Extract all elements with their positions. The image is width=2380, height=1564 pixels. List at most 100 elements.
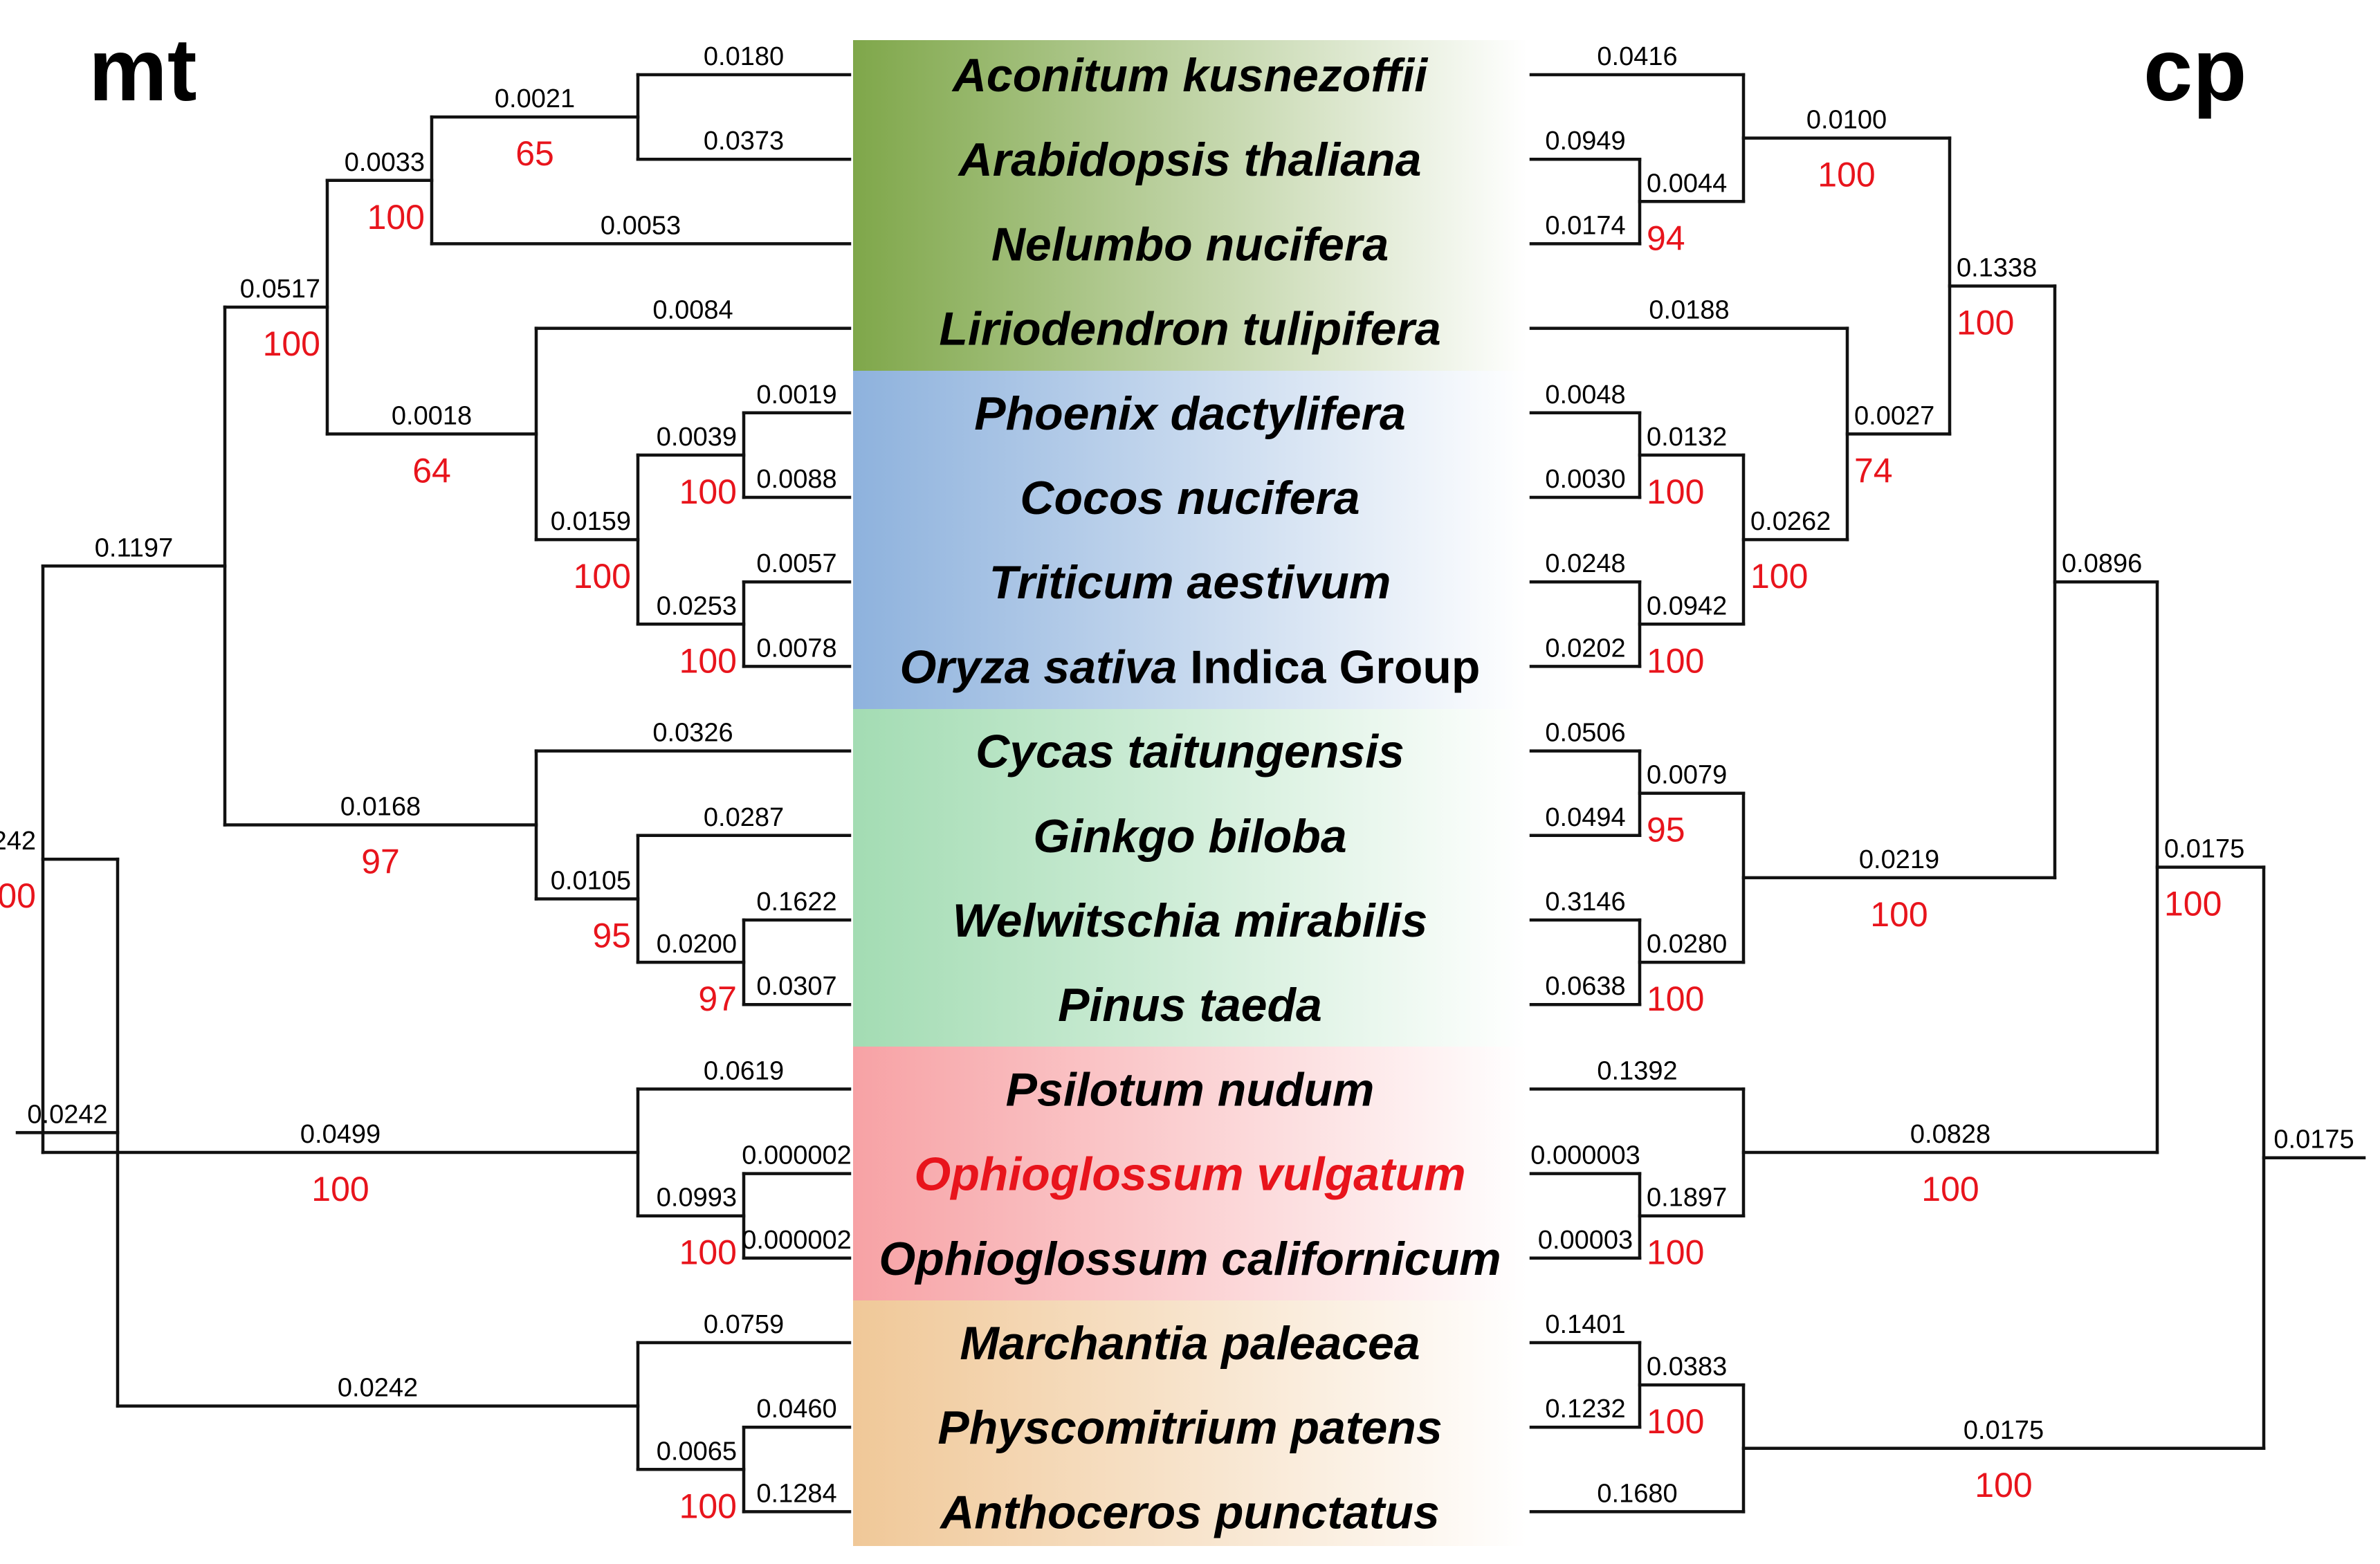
taxon-label: Triticum aestivum	[989, 556, 1391, 609]
cp-branch-length: 0.3146	[1545, 887, 1625, 917]
cp-branch-length: 0.00003	[1538, 1226, 1633, 1255]
mt-support-value: 100	[263, 324, 320, 363]
mt-support-value: 100	[367, 198, 425, 237]
cp-branch-length: 0.0030	[1545, 465, 1625, 494]
cp-branch-length: 0.0174	[1545, 211, 1625, 240]
mt-branch-length: 0.0253	[657, 591, 737, 620]
cp-branch-length: 0.0048	[1545, 380, 1625, 410]
mt-support-value: 95	[592, 916, 631, 955]
taxon-label: Phoenix dactylifera	[974, 387, 1406, 440]
mt-support-value: 100	[679, 472, 737, 511]
taxon-label: Ophioglossum vulgatum	[914, 1148, 1465, 1201]
taxon-group-bands	[853, 40, 1527, 1546]
mt-support-value: 97	[698, 979, 737, 1018]
mt-support-value: 64	[412, 451, 451, 490]
cp-branch-length: 0.0100	[1806, 106, 1887, 135]
mt-support-value: 100	[0, 876, 36, 915]
taxon-name: Oryza sativa	[900, 641, 1178, 693]
group-band-4	[853, 1047, 1527, 1300]
cp-branch-length: 0.0262	[1750, 507, 1831, 536]
mt-support-value: 100	[311, 1170, 369, 1208]
cp-branch-length: 0.1232	[1545, 1395, 1625, 1424]
cp-branch-length: 0.0949	[1545, 127, 1625, 156]
taxon-name: Triticum aestivum	[989, 556, 1391, 609]
mt-branch-length: 0.0084	[652, 296, 733, 325]
cp-support-value: 100	[1750, 557, 1808, 596]
taxon-name: Pinus taeda	[1058, 979, 1322, 1031]
mt-support-value: 100	[574, 557, 631, 596]
mt-branch-length: 0.0088	[756, 465, 836, 494]
mt-support-value: 100	[679, 1233, 737, 1272]
mt-branch-length: 0.1197	[95, 533, 173, 562]
taxon-name: Ophioglossum vulgatum	[914, 1148, 1465, 1201]
mt-branch-length: 0.0499	[300, 1120, 381, 1149]
cp-branch-length: 0.0494	[1545, 803, 1625, 832]
mt-branch-length: 0.0053	[601, 211, 681, 240]
taxon-label: Oryza sativa Indica Group	[900, 641, 1481, 693]
taxon-label: Anthoceros punctatus	[939, 1486, 1440, 1538]
mt-branch-length: 0.1284	[756, 1479, 836, 1508]
mt-branch-length: 0.0039	[657, 423, 737, 452]
cp-branch-length: 0.1897	[1647, 1184, 1727, 1213]
mt-branch-length: 0.0200	[657, 930, 737, 959]
mt-support-value: 100	[679, 1487, 737, 1525]
cp-tree: 0.01751000.08960.13381000.01001000.04160…	[1529, 42, 2366, 1514]
cp-branch-length: 0.0044	[1647, 169, 1727, 198]
mt-branch-length: 0.0517	[240, 275, 320, 304]
cp-branch-length: 0.0638	[1545, 972, 1625, 1001]
cp-support-value: 100	[1975, 1466, 2032, 1505]
taxon-label: Marchantia paleacea	[960, 1317, 1420, 1370]
mt-branch-length: 0.0159	[551, 507, 631, 536]
cp-branch-length: 0.0248	[1545, 549, 1625, 578]
taxon-name: Cocos nucifera	[1020, 472, 1360, 524]
group-band-3	[853, 709, 1527, 1047]
taxon-name: Ginkgo biloba	[1033, 810, 1346, 863]
cp-branch-length: 0.0896	[2062, 549, 2142, 578]
cp-support-value: 100	[1957, 304, 2014, 342]
taxon-label: Liriodendron tulipifera	[939, 303, 1440, 356]
cp-support-value: 74	[1854, 451, 1893, 490]
mt-branch-length: 0.0460	[756, 1395, 836, 1424]
cp-branch-length: 0.1680	[1597, 1479, 1677, 1508]
taxon-label: Nelumbo nucifera	[991, 218, 1389, 270]
mt-branch-length: 0.0078	[756, 634, 836, 663]
taxon-label: Aconitum kusnezoffii	[951, 49, 1429, 102]
cp-support-value: 100	[1647, 1233, 1704, 1272]
mt-branch-length: 0.0168	[340, 793, 421, 822]
cp-support-value: 100	[1921, 1170, 1979, 1208]
cp-branch-length: 0.1338	[1957, 254, 2037, 283]
taxon-label: Psilotum nudum	[1006, 1063, 1375, 1116]
taxon-name: Nelumbo nucifera	[991, 218, 1389, 270]
cp-support-value: 100	[1647, 641, 1704, 680]
taxon-label: Ophioglossum californicum	[879, 1233, 1501, 1285]
mt-branch-length: 0.0018	[392, 401, 472, 430]
mt-branch-length: 0.0759	[704, 1310, 784, 1339]
taxon-label: Cycas taitungensis	[976, 726, 1404, 778]
taxon-label: Ginkgo biloba	[1033, 810, 1346, 863]
mt-branch-length: 0.0373	[704, 127, 784, 156]
mt-branch-length: 0.000002	[742, 1141, 852, 1170]
mt-branch-length: 0.0180	[704, 42, 784, 71]
mt-support-value: 97	[361, 843, 400, 881]
cp-branch-length: 0.0175	[1964, 1416, 2044, 1445]
group-band-2	[853, 371, 1527, 709]
cp-support-value: 100	[1647, 472, 1704, 511]
cp-branch-length: 0.0280	[1647, 930, 1727, 959]
mt-tree: 0.02421000.11970.05171000.00331000.00216…	[0, 42, 852, 1525]
group-band-1	[853, 40, 1527, 371]
mt-support-value: 65	[515, 134, 554, 173]
taxon-label: Physcomitrium patens	[937, 1401, 1442, 1454]
cp-branch-length: 0.0027	[1854, 401, 1934, 430]
taxon-name: Marchantia paleacea	[960, 1317, 1420, 1370]
mt-root-branch-length: 0.0242	[27, 1100, 107, 1129]
taxon-label: Cocos nucifera	[1020, 472, 1360, 524]
cp-support-value: 94	[1647, 219, 1685, 257]
cp-support-value: 100	[1647, 1402, 1704, 1441]
taxon-name: Aconitum kusnezoffii	[951, 49, 1429, 102]
taxon-name: Ophioglossum californicum	[879, 1233, 1501, 1285]
mt-branch-length: 0.0993	[657, 1184, 737, 1213]
cp-support-value: 100	[1818, 156, 1875, 194]
